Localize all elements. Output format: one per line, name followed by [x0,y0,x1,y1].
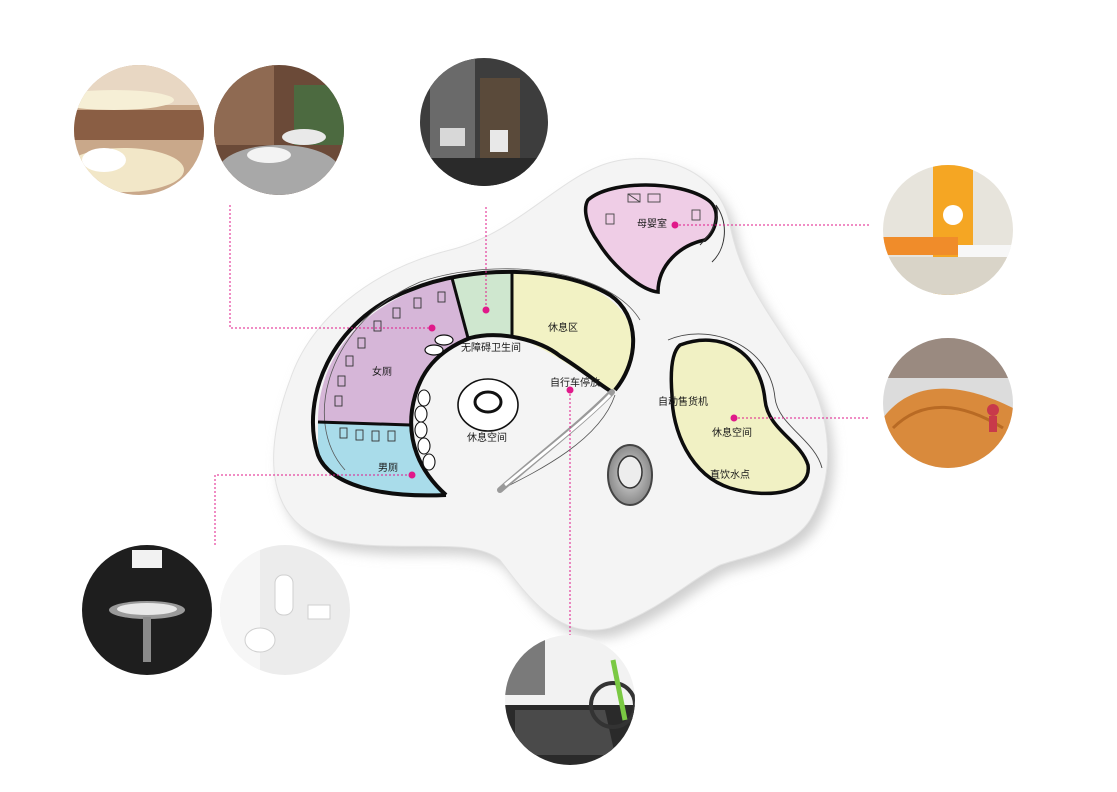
building-outer-wall [310,269,636,498]
bike-rack-photo-icon [505,635,635,765]
nursing-room-label: 母婴室 [637,219,667,230]
lounge-zone [512,272,633,392]
building-inner-wall [409,333,614,497]
accessible-toilet-zone [452,271,512,338]
womens-sinks [424,334,454,356]
accessible-toilet-photo-icon [420,58,548,186]
sink-photo-icon [214,65,344,195]
washroom-photo-icon [74,65,204,195]
vending-machine-label: 自动售货机 [658,397,708,408]
leader-dots [408,221,738,479]
urinal-photo-icon [220,545,350,675]
central-rest-space [457,378,519,432]
outdoor-seating-photo-icon [883,338,1013,468]
accessible-toilet-label: 无障碍卫生间 [461,343,521,354]
east-rest-space-label: 休息空间 [712,428,752,439]
baby-care-photo-icon [883,165,1013,295]
central-rest-space-label: 休息空间 [467,433,507,444]
lounge-area-label: 休息区 [548,323,578,334]
nursing-room-zone [583,183,718,294]
leader-lines [214,205,870,640]
womens-stalls [334,291,446,407]
east-rest-zone [669,338,810,496]
site-blob [273,158,828,631]
bicycle-parking-label: 自行车停放 [550,378,600,389]
nursing-room-furniture [605,193,701,225]
wall-sink-photo-icon [82,545,212,675]
drinking-water-label: 直饮水点 [710,470,750,481]
mens-stalls [339,427,396,442]
womens-toilet-label: 女厕 [372,367,392,378]
mens-toilet-label: 男厕 [378,463,398,474]
mens-sinks [414,389,436,471]
womens-toilet-zone [318,278,468,425]
building-outline-thin [323,268,641,491]
